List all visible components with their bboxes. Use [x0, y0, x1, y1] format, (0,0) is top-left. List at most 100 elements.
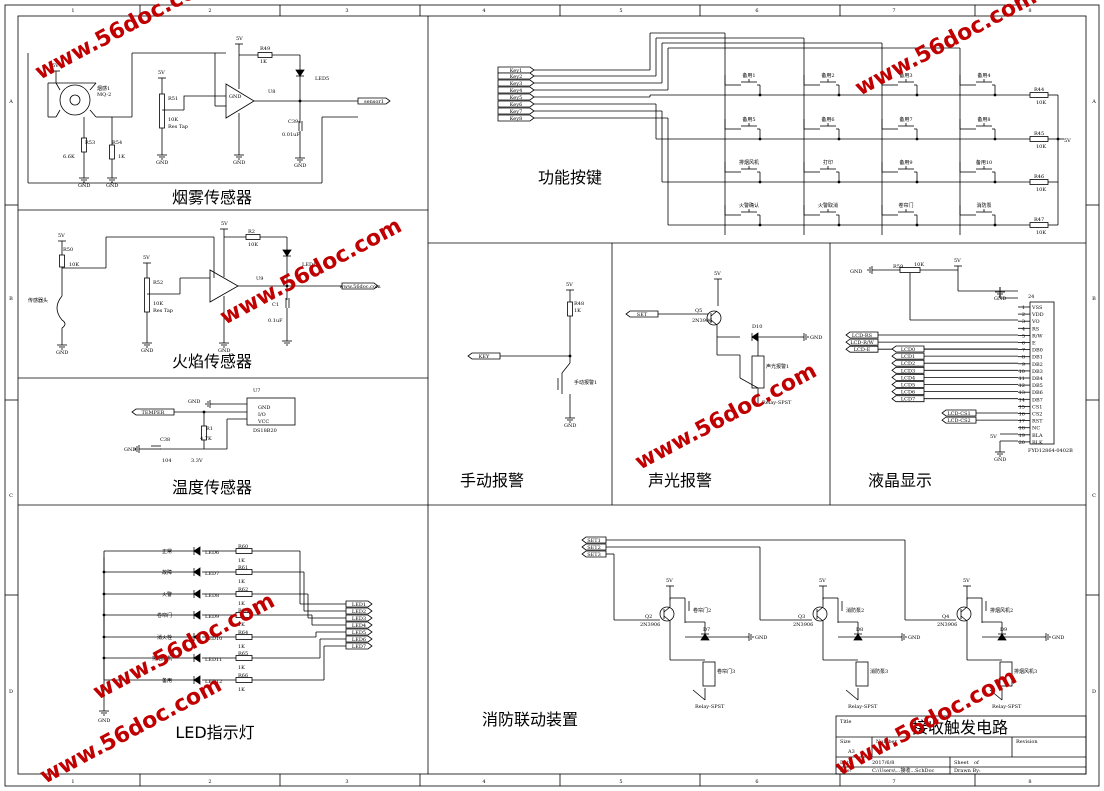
- section-title-soundlight: 声光报警: [648, 471, 712, 490]
- wire: [55, 109, 61, 118]
- relay-coil: [702, 661, 716, 687]
- net-label-text: LED7: [352, 644, 366, 650]
- wire: [561, 362, 571, 374]
- net-label: [345, 635, 373, 643]
- inner-border: [17, 15, 1087, 775]
- junction: [837, 180, 841, 184]
- relay-model: Relay-SPST: [992, 704, 1022, 710]
- lcd-pin-name: CS1: [1032, 404, 1042, 410]
- lcd-pin-name: E: [1032, 341, 1036, 347]
- lcd-pin-name: VSS: [1031, 305, 1043, 311]
- key-label: 备用1: [742, 72, 755, 79]
- resistor: [245, 234, 261, 240]
- diode: [700, 633, 710, 641]
- net-label: [941, 416, 977, 424]
- q-model: 2N3906: [937, 622, 957, 628]
- lcd-module: [1029, 301, 1055, 445]
- gnd-label: GND: [218, 348, 230, 354]
- net-label-text: LCD-R/W: [850, 340, 874, 346]
- vcc-label: 5V: [221, 221, 228, 227]
- junction: [202, 410, 206, 414]
- q-ref: Q4: [942, 614, 949, 620]
- d10-ref: D10: [752, 324, 762, 330]
- flame-probe: [56, 295, 66, 329]
- junction: [837, 93, 841, 97]
- resistor: [235, 569, 253, 575]
- led-res-value: 1K: [238, 622, 245, 628]
- led-name: 备用: [162, 677, 172, 684]
- key-res-ref: R44: [1034, 87, 1044, 93]
- net-label-text: LED3: [352, 616, 366, 622]
- net-label-text: LCD5: [901, 383, 915, 389]
- lcd-part: FYD12864-0402B: [1028, 448, 1073, 454]
- border-row-label: D: [1092, 689, 1096, 695]
- net-label: [497, 79, 535, 87]
- diode: [193, 589, 201, 599]
- border-col-label: 8: [1028, 779, 1031, 785]
- lcd-pin-num: 9: [1022, 362, 1025, 368]
- net-label-text: LCD-CS1: [947, 411, 970, 417]
- junction: [102, 613, 106, 617]
- resistor: [1029, 136, 1049, 142]
- net-label-text: TEMPER: [142, 410, 165, 416]
- led-name: 卷帘门: [157, 612, 172, 619]
- led-name: 排烟风机: [152, 655, 172, 662]
- section-title-smoke: 烟雾传感器: [172, 188, 252, 207]
- pin-vcc: VCC: [257, 419, 269, 425]
- section-title-flame: 火焰传感器: [172, 352, 252, 371]
- q-ref: Q3: [798, 614, 805, 620]
- net-label-text: LCD-RS: [852, 333, 873, 339]
- led-ref: LED6: [205, 550, 219, 556]
- relay-model: Relay-SPST: [695, 704, 725, 710]
- lcd-pin-name: DB3: [1032, 369, 1043, 375]
- net-label: [891, 345, 925, 353]
- key-res-ref: R45: [1034, 131, 1044, 137]
- net-label: [891, 381, 925, 388]
- vcc-label: 5V: [714, 271, 721, 277]
- net-label-text: Key3: [510, 81, 523, 87]
- relay-coil: [751, 355, 765, 389]
- net-label: [581, 543, 607, 551]
- lcd-pin-name: DB4: [1032, 376, 1043, 382]
- net-label: [845, 338, 879, 346]
- net-label-text: LED2: [352, 609, 366, 615]
- net-label: [497, 100, 535, 108]
- r2-value: 10K: [248, 242, 258, 248]
- q5-ref: Q5: [695, 308, 702, 314]
- c1-ref: C1: [272, 302, 279, 308]
- r49-ref: R49: [260, 46, 270, 52]
- border-col-label: 4: [482, 8, 485, 14]
- resistor: [144, 277, 150, 313]
- lcd-pin-name: DB2: [1032, 362, 1043, 368]
- diode: [282, 249, 292, 257]
- net-label-text: Key4: [510, 88, 523, 94]
- border-col-label: 7: [892, 779, 895, 785]
- op-amp: [209, 269, 239, 303]
- led-ref: LED8: [205, 593, 219, 599]
- gnd-label: GND: [56, 350, 68, 356]
- led-name: 消火栓: [157, 634, 172, 641]
- net-label: [497, 66, 535, 74]
- vcc-label: 5V: [954, 258, 961, 264]
- key-res-value: 10K: [1036, 144, 1046, 150]
- r49-value: 1K: [260, 59, 267, 65]
- gnd-label: GND: [1052, 635, 1064, 641]
- lcd-pin-num: 16: [1019, 412, 1025, 418]
- net-label-text: KEY: [479, 354, 490, 360]
- q5-model: 2N3906: [692, 318, 712, 324]
- r1-ref: R1: [206, 426, 213, 432]
- d-ref: D9: [1000, 627, 1007, 633]
- led-ref: LED11: [205, 657, 222, 663]
- net-label: [497, 114, 535, 122]
- resistor: [235, 655, 253, 661]
- diode: [193, 567, 201, 577]
- led-res-ref: R62: [238, 587, 248, 593]
- led1-ref: LED1: [302, 262, 316, 268]
- led-res-value: 1K: [238, 601, 245, 607]
- diode: [853, 633, 863, 641]
- key-label: 备用4: [977, 72, 990, 79]
- q-model: 2N3906: [793, 622, 813, 628]
- title-label: Title: [840, 719, 852, 725]
- sheet-of: of: [974, 760, 980, 766]
